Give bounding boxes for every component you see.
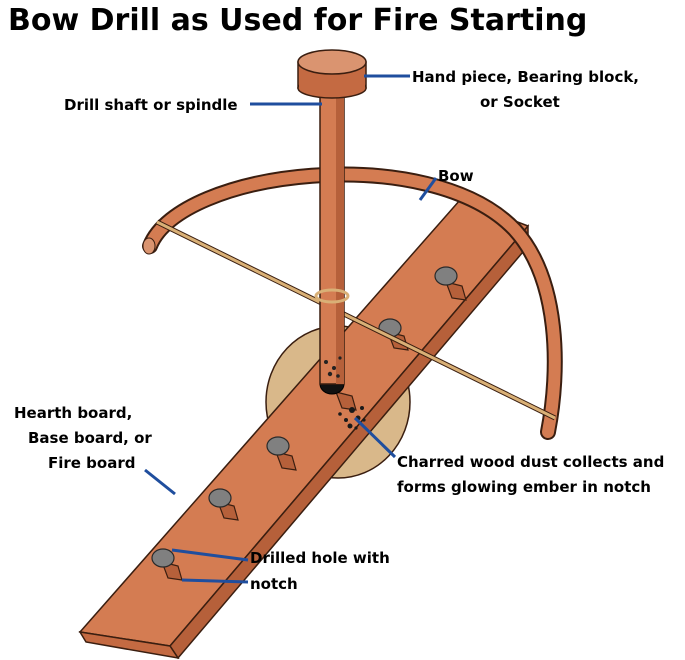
label-hearth-3: Fire board: [48, 454, 135, 472]
label-bow: Bow: [438, 167, 474, 185]
notches: [161, 281, 467, 581]
label-charred-2: forms glowing ember in notch: [397, 478, 651, 496]
hole-4: [208, 488, 232, 508]
bow-arc-fill: [144, 168, 561, 438]
leader-drilled: [171, 548, 249, 562]
leader-notch: [181, 578, 249, 584]
notch-1: [445, 281, 467, 301]
label-hearth-1: Hearth board,: [14, 404, 132, 422]
diagram-title: Bow Drill as Used for Fire Starting: [8, 3, 587, 38]
label-drilled-2: notch: [250, 575, 298, 593]
label-drill-shaft: Drill shaft or spindle: [64, 96, 238, 114]
notch-3: [335, 391, 357, 411]
spindle-char: [324, 356, 342, 378]
label-charred-1: Charred wood dust collects and: [397, 453, 664, 471]
leader-lines: [144, 74, 438, 584]
hearth-board-top: [78, 199, 530, 647]
hole-5: [151, 548, 175, 568]
notch-4: [275, 451, 297, 471]
leader-hearth: [144, 468, 176, 496]
hole-1: [434, 266, 458, 286]
label-drilled-1: Drilled hole with: [250, 549, 390, 567]
hole-3: [266, 436, 290, 456]
label-hearth-2: Base board, or: [28, 429, 152, 447]
leader-bow: [418, 177, 438, 201]
label-hand-piece-1: Hand piece, Bearing block,: [412, 68, 639, 86]
leader-charred: [353, 416, 397, 459]
bow-string-inner: [156, 220, 556, 420]
string-loop: [314, 288, 350, 304]
labels: Hand piece, Bearing block, or Socket Dri…: [14, 68, 664, 593]
drill-shaft-shadow: [336, 88, 344, 384]
bow-end-left: [142, 237, 156, 255]
hearth-board-side: [169, 223, 529, 660]
char-dust: [338, 406, 366, 430]
hand-piece-top: [297, 49, 367, 75]
hearth-board-end: [78, 631, 180, 660]
label-hand-piece-2: or Socket: [480, 93, 560, 111]
